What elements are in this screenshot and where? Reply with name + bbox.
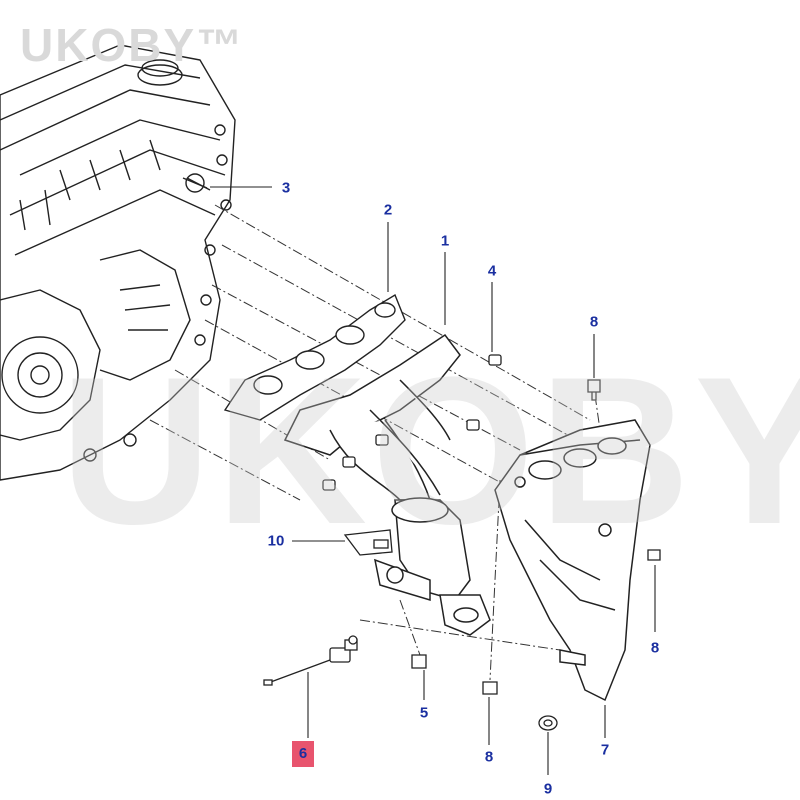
callout-1: 1 — [440, 232, 450, 250]
callout-8-top: 8 — [589, 313, 599, 331]
callout-2: 2 — [383, 201, 393, 219]
callout-9: 9 — [543, 780, 553, 798]
exhaust-manifold — [283, 333, 491, 636]
callout-8-right: 8 — [650, 639, 660, 657]
oxygen-sensor — [263, 635, 358, 686]
callout-5: 5 — [419, 704, 429, 722]
watermark-large: UKOBY™ — [60, 333, 800, 568]
bracket — [343, 529, 393, 556]
callout-6-highlighted: 6 — [292, 741, 314, 767]
callout-7: 7 — [600, 741, 610, 759]
exhaust-gasket — [223, 293, 406, 421]
callout-10: 10 — [267, 532, 285, 550]
callout-8-bottom: 8 — [484, 748, 494, 766]
leader-lines — [210, 186, 656, 775]
fasteners — [186, 177, 661, 731]
callout-3: 3 — [281, 179, 291, 197]
watermark-small: UKOBY™ — [20, 19, 245, 71]
callout-4: 4 — [487, 262, 497, 280]
heat-shield — [494, 419, 651, 702]
